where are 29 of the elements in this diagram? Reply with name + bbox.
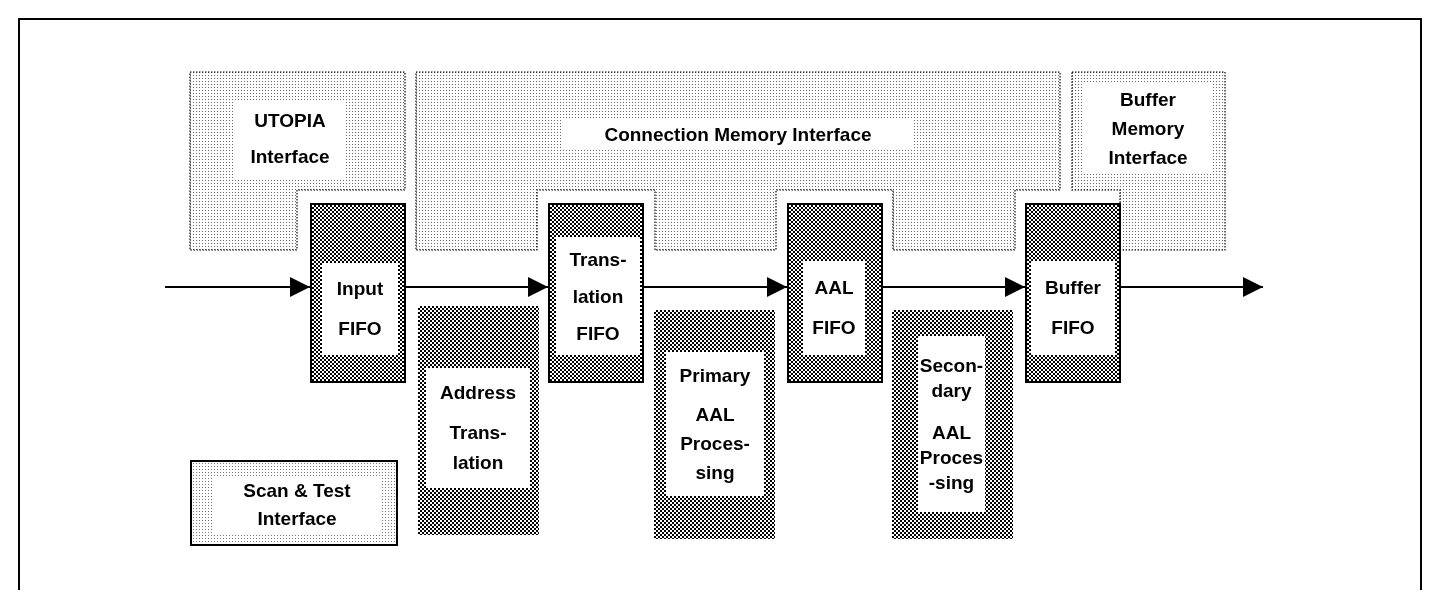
box-label: Connection Memory Interface xyxy=(604,123,872,147)
box-label: Primary xyxy=(679,364,751,389)
box-label: AAL Proces -sing xyxy=(918,421,985,495)
box-label: Address xyxy=(440,381,516,405)
interface-box xyxy=(190,460,398,546)
fifo-box xyxy=(1025,203,1121,383)
box-label: Scan & Test Interface xyxy=(242,479,352,531)
fifo-box xyxy=(787,203,883,383)
fifo-box xyxy=(310,203,406,383)
process-box xyxy=(654,310,775,539)
box-label: Buffer Memory Interface xyxy=(1107,87,1189,170)
arrow xyxy=(1120,277,1264,297)
fifo-box xyxy=(548,203,644,383)
box-label: AAL FIFO xyxy=(811,276,857,340)
arrow xyxy=(164,277,311,297)
interface-region xyxy=(416,72,1061,250)
arrow xyxy=(405,277,549,297)
box-label: Trans- lation FIFO xyxy=(568,247,628,346)
box-label: Secon- dary xyxy=(918,354,985,403)
box-label: AAL Proces- sing xyxy=(679,402,751,485)
box-label: Input FIFO xyxy=(335,277,385,341)
arrow xyxy=(643,277,788,297)
box-label: UTOPIA Interface xyxy=(249,109,331,169)
process-box xyxy=(892,310,1013,539)
interface-region xyxy=(1072,72,1225,250)
process-box xyxy=(418,306,539,535)
box-label: Buffer FIFO xyxy=(1044,276,1102,340)
box-label: Trans- lation xyxy=(448,421,508,475)
arrow xyxy=(882,277,1026,297)
